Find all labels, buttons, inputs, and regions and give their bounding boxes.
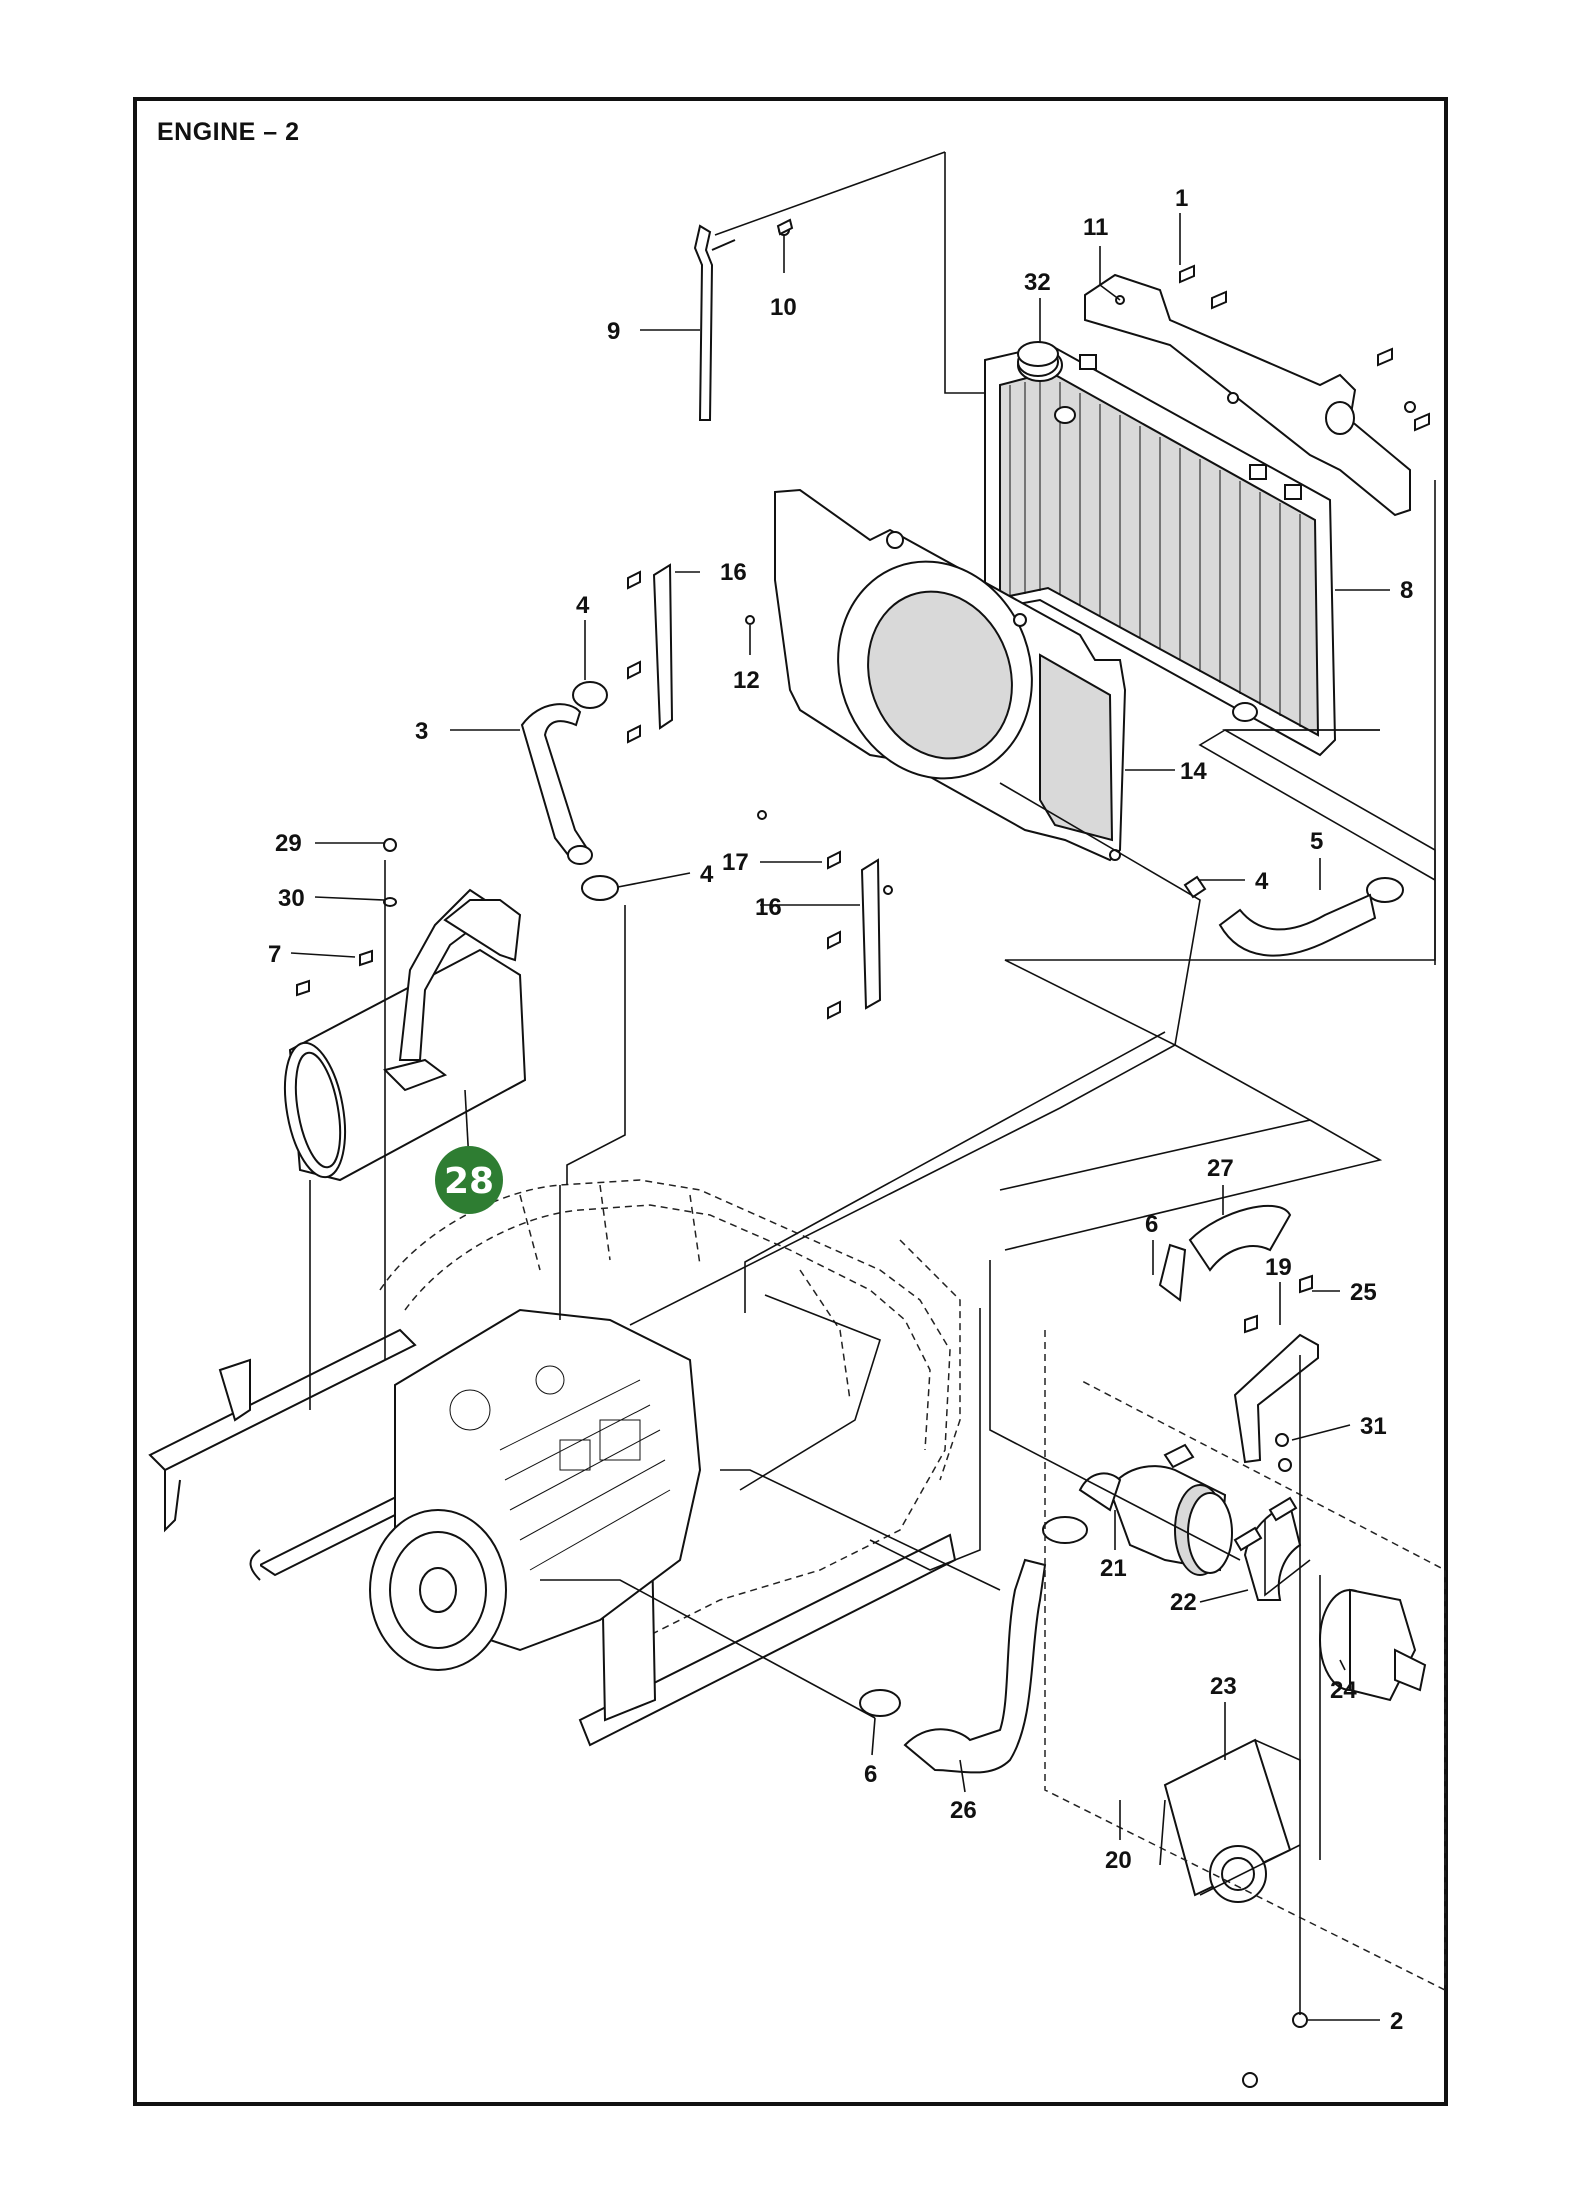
callout-4-middle: 4 bbox=[700, 861, 714, 888]
callout-23: 23 bbox=[1210, 1673, 1237, 1700]
callout-27: 27 bbox=[1207, 1155, 1234, 1182]
callout-32: 32 bbox=[1024, 269, 1051, 296]
callout-14: 14 bbox=[1180, 758, 1207, 785]
air-filter-assembly-box bbox=[1044, 1330, 1446, 1992]
lower-intake-hose-part bbox=[859, 1516, 1088, 1774]
radiator-bracket-part bbox=[1084, 273, 1411, 517]
air-filter-clamp-part bbox=[1233, 1496, 1302, 1601]
callout-22: 22 bbox=[1170, 1589, 1197, 1616]
callout-4-upper: 4 bbox=[576, 592, 590, 619]
callout-25: 25 bbox=[1350, 1279, 1377, 1306]
callout-16-lower: 16 bbox=[755, 894, 782, 921]
callout-29: 29 bbox=[275, 830, 302, 857]
callout-8: 8 bbox=[1400, 577, 1413, 604]
callout-24: 24 bbox=[1330, 1677, 1357, 1704]
callout-11: 11 bbox=[1083, 214, 1108, 241]
callout-3: 3 bbox=[415, 718, 428, 745]
highlight-circle[interactable] bbox=[435, 1146, 503, 1214]
callout-12: 12 bbox=[733, 667, 760, 694]
callout-2: 2 bbox=[1390, 2008, 1403, 2035]
intake-hose-part bbox=[1188, 1204, 1292, 1272]
radiator-cap-part bbox=[1017, 341, 1059, 377]
air-filter-housing-part bbox=[1078, 1443, 1233, 1576]
callout-10: 10 bbox=[770, 294, 797, 321]
page-title: ENGINE – 2 bbox=[157, 118, 300, 146]
leader-lines bbox=[290, 151, 1436, 2021]
hose-clamps bbox=[572, 681, 1404, 903]
callout-1: 1 bbox=[1175, 185, 1188, 212]
upper-hose-part bbox=[520, 703, 593, 865]
muffler-fasteners bbox=[296, 838, 397, 997]
callout-21: 21 bbox=[1100, 1555, 1127, 1582]
callout-19: 19 bbox=[1265, 1254, 1292, 1281]
highlighted-callout[interactable]: 28 bbox=[435, 1146, 503, 1214]
callout-9: 9 bbox=[607, 318, 620, 345]
bracket-upper-part bbox=[627, 563, 755, 744]
bolts-top-right bbox=[1179, 264, 1430, 432]
engine-block bbox=[369, 1308, 702, 1671]
callout-7: 7 bbox=[268, 941, 281, 968]
callout-17: 17 bbox=[722, 849, 749, 876]
callout-16-upper: 16 bbox=[720, 559, 747, 586]
callout-31: 31 bbox=[1360, 1413, 1387, 1440]
callout-5: 5 bbox=[1310, 828, 1323, 855]
callout-4-right: 4 bbox=[1255, 868, 1269, 895]
callout-labels: 1 11 32 10 9 16 4 12 3 8 14 29 30 7 17 4… bbox=[268, 185, 1413, 2035]
callout-26: 26 bbox=[950, 1797, 977, 1824]
callout-30: 30 bbox=[278, 885, 305, 912]
bracket-lower-part bbox=[757, 810, 893, 1020]
machine-frame-outline bbox=[379, 1179, 961, 1641]
air-filter-bracket-part bbox=[1233, 1274, 1319, 1472]
callout-6-upper: 6 bbox=[1145, 1211, 1158, 1238]
dipstick-part bbox=[693, 218, 794, 421]
nut-lower bbox=[1242, 2012, 1308, 2088]
intake-pipe-part bbox=[1158, 1243, 1187, 1302]
lower-hose-part bbox=[1183, 875, 1377, 957]
callout-20: 20 bbox=[1105, 1847, 1132, 1874]
fan-shroud-part bbox=[774, 488, 1127, 862]
filter-element-part bbox=[1163, 1738, 1292, 1903]
muffler-part bbox=[284, 888, 527, 1182]
callout-6-lower: 6 bbox=[864, 1761, 877, 1788]
highlight-label: 28 bbox=[444, 1161, 494, 1202]
